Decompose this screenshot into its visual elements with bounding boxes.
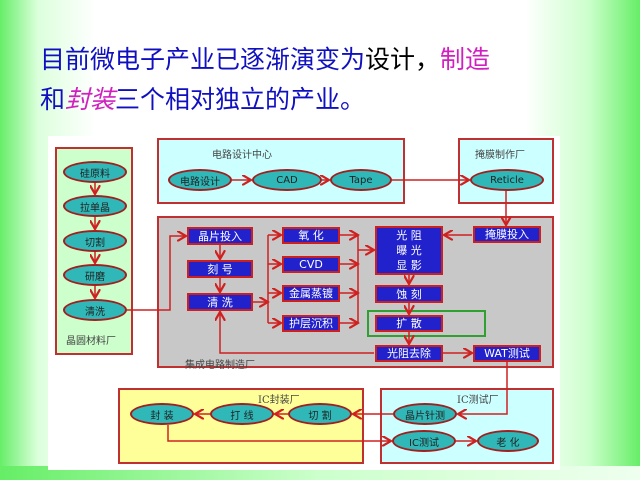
test-label: IC测试厂 [457, 395, 499, 406]
reticle-step: Reticle [470, 169, 544, 191]
title-line-2: 和封装三个相对独立的产业。 [40, 85, 366, 114]
wafer-step: 清洗 [63, 299, 127, 321]
package-step: 打 线 [210, 403, 274, 425]
package-label: IC封装厂 [258, 395, 300, 406]
diffusion-highlight [367, 310, 486, 337]
metal-box: 金属蒸镀 [282, 285, 340, 302]
design-step: 电路设计 [168, 169, 232, 191]
cvd-box: CVD [282, 256, 340, 273]
wafer-step: 拉单晶 [63, 195, 127, 217]
design-step: Tape [330, 169, 392, 191]
ictest-step: IC测试 [392, 430, 456, 452]
wafer-in-box: 晶片投入 [187, 227, 253, 245]
wafer-factory-label: 晶圆材料厂 [66, 336, 116, 347]
package-group [118, 388, 364, 464]
etch-box: 蚀 刻 [375, 285, 443, 303]
diffusion-box: 扩 散 [375, 315, 443, 332]
test-group [380, 388, 554, 464]
clean-box: 清 洗 [187, 293, 253, 311]
oxidation-box: 氧 化 [282, 227, 340, 244]
package-step: 封 装 [130, 403, 194, 425]
wat-box: WAT测试 [473, 345, 541, 362]
fab-label: 集成电路制造厂 [185, 360, 255, 371]
photo-box: 光 阻 曝 光 显 影 [375, 226, 443, 275]
wafer-step: 切割 [63, 230, 127, 252]
wafer-step: 硅原料 [63, 161, 127, 183]
title-line-1: 目前微电子产业已逐渐演变为设计，制造 [40, 45, 491, 74]
package-step: 切 割 [288, 403, 352, 425]
burnin-step: 老 化 [477, 430, 539, 452]
marking-box: 刻 号 [187, 260, 253, 278]
mask-factory-label: 掩膜制作厂 [475, 150, 525, 161]
wafer-step: 研磨 [63, 264, 127, 286]
passivation-box: 护层沉积 [282, 315, 340, 332]
design-center-label: 电路设计中心 [212, 150, 272, 161]
probe-step: 晶片针测 [393, 403, 457, 425]
strip-box: 光阻去除 [375, 345, 443, 362]
mask-in-box: 掩膜投入 [473, 226, 541, 243]
